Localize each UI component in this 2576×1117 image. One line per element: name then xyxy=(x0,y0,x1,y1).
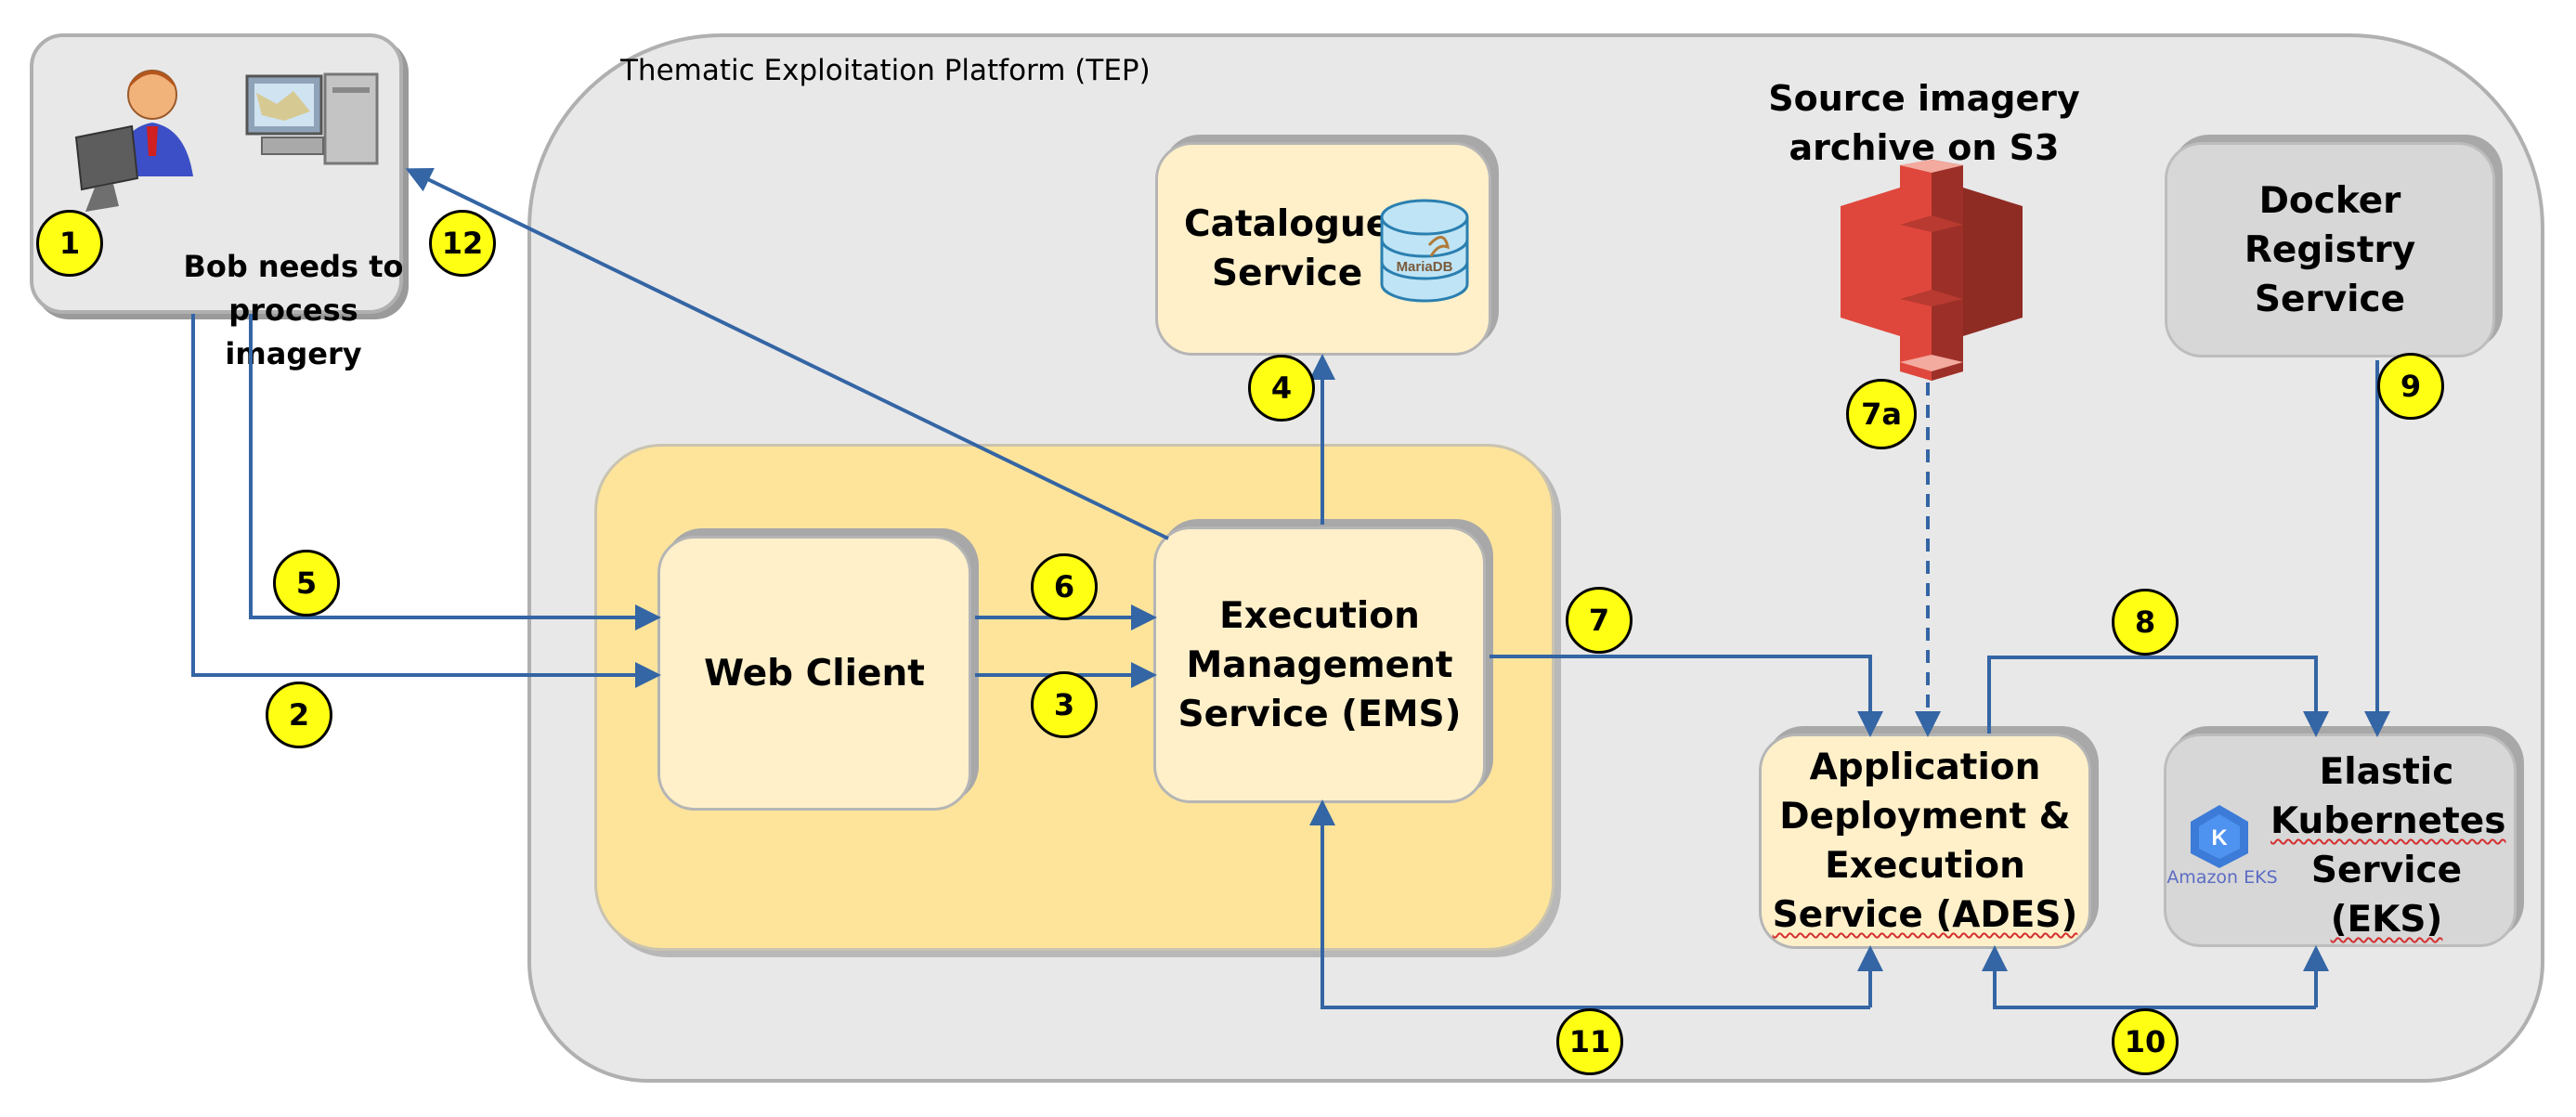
ades-label: Application Deployment & Execution Servi… xyxy=(1772,747,2078,936)
step-badge-12: 12 xyxy=(429,210,496,277)
person-icon xyxy=(74,70,193,212)
web-client-label: Web Client xyxy=(704,652,925,695)
step-badge-7: 7 xyxy=(1566,587,1633,654)
docker-label: Docker Registry Service xyxy=(2244,179,2416,320)
platform-title: Thematic Exploitation Platform (TEP) xyxy=(620,54,1151,87)
amazon-eks-logo-label: Amazon EKS xyxy=(2166,867,2278,888)
s3-archive-title: Source imagery archive on S3 xyxy=(1768,78,2080,168)
web-client: Web Client xyxy=(657,536,971,811)
execution-management-service: Execution Management Service (EMS) xyxy=(1153,526,1486,803)
step-badge-10: 10 xyxy=(2112,1008,2179,1075)
eks-service: K Elastic Kubernetes Service (EKS) xyxy=(2164,734,2517,947)
svg-text:K: K xyxy=(2211,825,2228,851)
step-badge-1: 1 xyxy=(36,210,103,277)
user-illustration xyxy=(74,70,379,212)
svg-text:MariaDB: MariaDB xyxy=(1397,259,1453,275)
catalogue-label: Catalogue Service xyxy=(1184,203,1391,294)
step-badge-9: 9 xyxy=(2377,353,2444,420)
eks-label: Elastic Kubernetes Service (EKS) xyxy=(2270,751,2506,941)
catalogue-service: Catalogue Service MariaDB xyxy=(1155,142,1491,356)
step-badge-5: 5 xyxy=(273,550,340,617)
step-badge-11: 11 xyxy=(1556,1008,1623,1075)
step-badge-8: 8 xyxy=(2112,589,2179,656)
database-icon: MariaDB xyxy=(1380,199,1469,303)
docker-registry-service: Docker Registry Service xyxy=(2165,142,2495,357)
ades-service: Application Deployment & Execution Servi… xyxy=(1759,734,2091,949)
user-label: Bob needs to process imagery xyxy=(183,249,404,371)
ems-label: Execution Management Service (EMS) xyxy=(1177,594,1462,735)
kubernetes-icon: K xyxy=(2191,805,2248,868)
step-badge-7a: 7a xyxy=(1846,379,1917,449)
step-badge-4: 4 xyxy=(1248,355,1315,422)
step-badge-3: 3 xyxy=(1031,671,1098,738)
step-badge-2: 2 xyxy=(266,682,332,748)
computer-icon xyxy=(245,72,379,165)
step-badge-6: 6 xyxy=(1031,553,1098,620)
